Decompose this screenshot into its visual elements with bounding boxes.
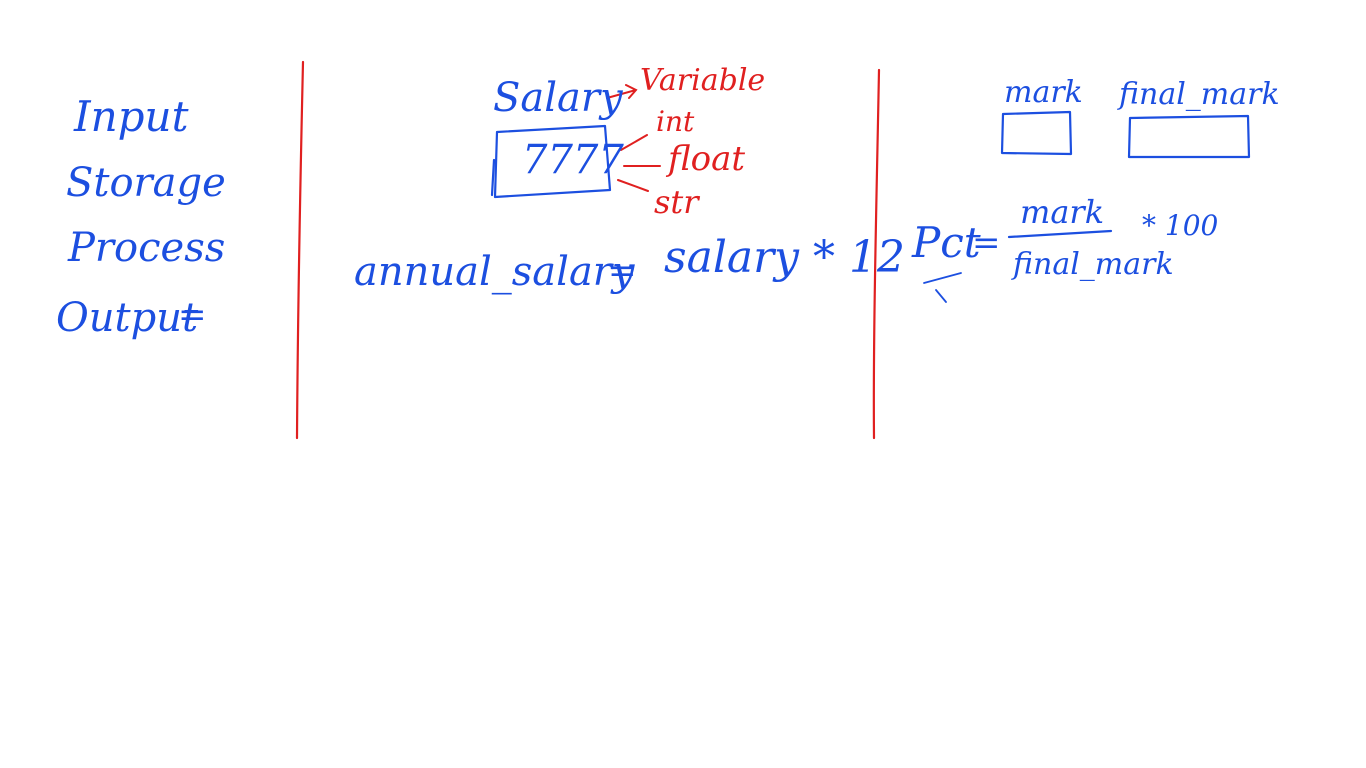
fraction-denominator: final_mark <box>1013 247 1174 282</box>
type-branch-int <box>620 134 648 151</box>
variable-arrow <box>606 84 638 99</box>
type-float: float <box>668 139 746 179</box>
fraction-numerator: mark <box>1020 193 1105 231</box>
pct-underline <box>923 272 962 303</box>
salary-box <box>490 124 612 199</box>
ipo-process: Process <box>68 225 226 271</box>
equation-rhs: salary * 12 <box>664 232 905 283</box>
box2-label: final_mark <box>1119 77 1280 112</box>
box1-label: mark <box>1004 75 1083 110</box>
divider-left <box>295 60 305 440</box>
equation-eq: = <box>608 251 637 291</box>
variable-annotation: Variable <box>640 63 766 98</box>
ipo-output-eq: = <box>178 295 207 335</box>
ipo-input: Input <box>74 92 189 141</box>
salary-box-value: 7777 <box>522 137 624 183</box>
type-branch-str <box>617 179 649 192</box>
fraction-bar <box>1007 229 1113 239</box>
formula-multiplier: * 100 <box>1142 209 1219 242</box>
ipo-storage: Storage <box>66 160 226 206</box>
final-mark-box <box>1127 114 1251 159</box>
variable-name: Salary <box>493 75 623 121</box>
equation-lhs: annual_salary <box>354 249 635 295</box>
ipo-output: Output <box>56 295 199 341</box>
divider-right <box>872 68 881 440</box>
type-int: int <box>656 105 695 138</box>
formula-eq: = <box>972 223 1001 263</box>
mark-box <box>1000 110 1073 156</box>
formula-lhs: Pct <box>912 218 981 267</box>
type-str: str <box>654 183 699 221</box>
